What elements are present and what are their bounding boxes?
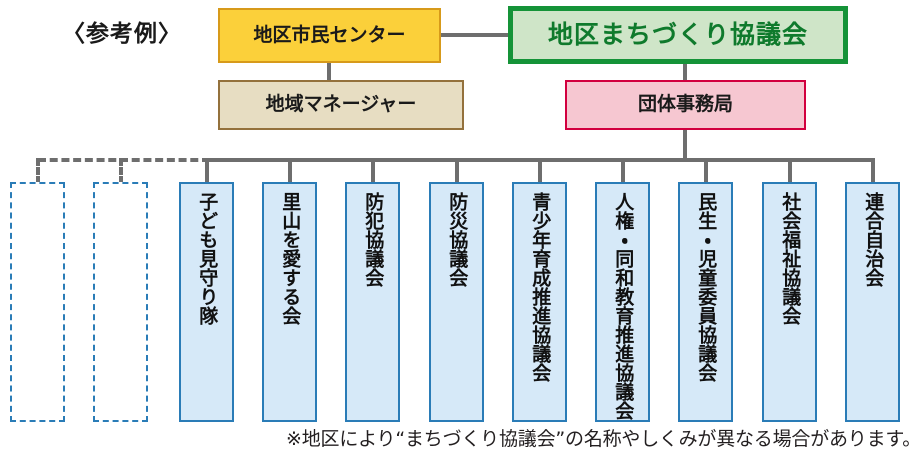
footnote-text: ※地区により“まちづくり協議会”の名称やしくみが異なる場合があります。 [286, 428, 912, 450]
org-box-bohan-kyogikai[interactable]: 防犯協議会 [345, 182, 400, 422]
connector-dashed-stem-2 [119, 158, 123, 184]
connector-secretariat-to-bus [683, 129, 687, 162]
connector-council-to-secretariat [683, 63, 687, 82]
org-box-label: 社会福祉協議会 [779, 192, 802, 325]
connector-stem-org-6 [621, 158, 625, 184]
connector-stem-org-3 [371, 158, 375, 184]
org-box-seishonen-ikusei-suishin-kyogikai[interactable]: 青少年育成推進協議会 [512, 182, 567, 422]
org-box-label: 子ども見守り隊 [196, 192, 219, 325]
connector-stem-org-5 [538, 158, 542, 184]
org-box-label: 民生・児童委員協議会 [695, 192, 718, 382]
org-box-label: 里山を愛する会 [279, 192, 302, 325]
node-regional-manager[interactable]: 地域マネージャー [218, 80, 464, 130]
connector-center-to-manager [327, 62, 331, 82]
org-box-label: 防犯協議会 [362, 192, 385, 287]
connector-stem-org-8 [788, 158, 792, 184]
connector-dashed-bus-extension [38, 158, 210, 162]
connector-dashed-stem-1 [36, 158, 40, 184]
connector-stem-org-2 [288, 158, 292, 184]
org-box-shakai-fukushi-kyogikai[interactable]: 社会福祉協議会 [762, 182, 817, 422]
org-box-minsei-jido-iin-kyogikai[interactable]: 民生・児童委員協議会 [678, 182, 733, 422]
connector-stem-org-7 [704, 158, 708, 184]
org-box-label: 防災協議会 [446, 192, 469, 287]
connector-stem-org-1 [205, 158, 209, 184]
org-box-label: 連合自治会 [862, 192, 885, 287]
org-box-rengo-jichikai[interactable]: 連合自治会 [845, 182, 900, 422]
reference-example-label: 〈参考例〉 [62, 21, 182, 47]
node-district-citizen-center[interactable]: 地区市民センター [218, 8, 441, 63]
placeholder-box-2[interactable] [93, 182, 148, 422]
org-box-jinken-dowa-kyoiku-suishin-kyogikai[interactable]: 人権・同和教育推進協議会 [595, 182, 650, 422]
node-group-secretariat[interactable]: 団体事務局 [565, 80, 806, 130]
org-box-kodomo-mimamoritai[interactable]: 子ども見守り隊 [179, 182, 234, 422]
node-group-secretariat-label: 団体事務局 [637, 93, 733, 116]
org-box-label: 青少年育成推進協議会 [529, 192, 552, 382]
connector-stem-org-9 [871, 158, 875, 184]
node-regional-manager-label: 地域マネージャー [265, 93, 417, 116]
node-machizukuri-council[interactable]: 地区まちづくり協議会 [508, 6, 848, 64]
org-box-satoyama-wo-aisuru-kai[interactable]: 里山を愛する会 [262, 182, 317, 422]
node-district-citizen-center-label: 地区市民センター [253, 23, 406, 46]
connector-stem-org-4 [455, 158, 459, 184]
org-box-bosai-kyogikai[interactable]: 防災協議会 [429, 182, 484, 422]
org-box-label: 人権・同和教育推進協議会 [612, 192, 635, 420]
connector-center-to-council [441, 33, 510, 37]
node-machizukuri-council-label: 地区まちづくり協議会 [547, 20, 808, 50]
placeholder-box-1[interactable] [10, 182, 65, 422]
